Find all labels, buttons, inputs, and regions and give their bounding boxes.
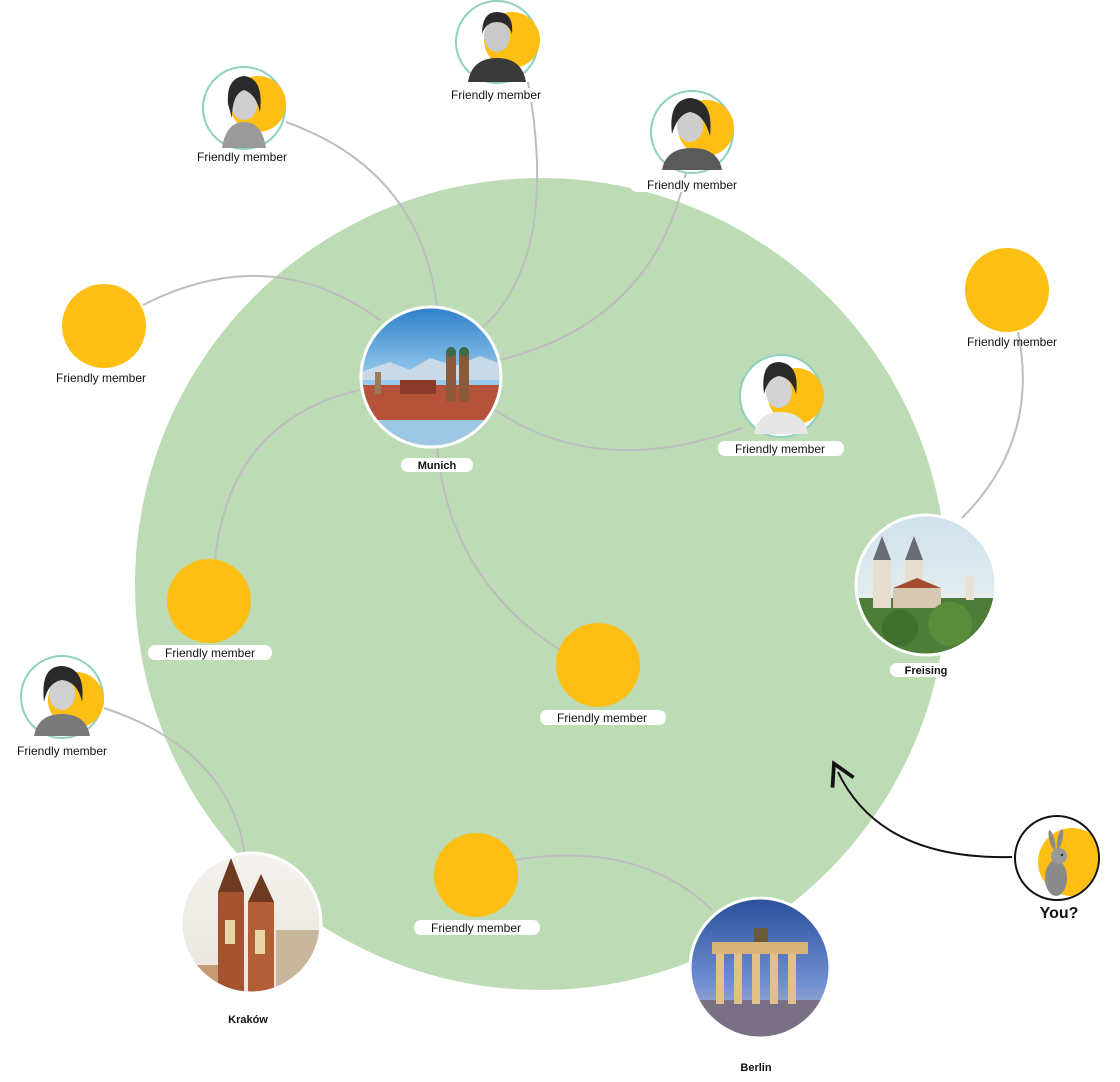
rabbit-icon (1045, 829, 1067, 896)
member-label: Friendly member (735, 442, 825, 456)
member-label: Friendly member (647, 178, 737, 192)
member-node[interactable]: Friendly member (540, 623, 666, 725)
member-label: Friendly member (165, 646, 255, 660)
member-label: Friendly member (56, 371, 146, 385)
city-node-krakow[interactable]: Kraków (179, 851, 323, 1026)
city-label-krakow: Kraków (228, 1014, 268, 1026)
link (961, 331, 1024, 519)
member-node[interactable]: Friendly member (630, 90, 750, 192)
member-label: Friendly member (557, 711, 647, 725)
person-avatar-icon (222, 76, 266, 148)
link (513, 854, 713, 911)
city-label-freising: Freising (905, 665, 948, 677)
link (214, 389, 361, 560)
member-node[interactable]: Friendly member (718, 354, 844, 456)
city-node-berlin[interactable]: Berlin (688, 896, 832, 1074)
member-node[interactable]: Friendly member (414, 833, 540, 935)
link (142, 274, 381, 321)
member-label: Friendly member (967, 335, 1057, 349)
member-label: Friendly member (197, 150, 287, 164)
link (285, 121, 438, 307)
member-node[interactable]: Friendly member (17, 655, 107, 758)
member-label: Friendly member (451, 88, 541, 102)
link (479, 81, 539, 331)
join-arrow (830, 760, 1013, 859)
city-label-munich: Munich (418, 460, 457, 472)
berlin-photo (690, 898, 830, 1038)
member-node[interactable]: Friendly member (184, 66, 304, 164)
person-avatar-icon (468, 12, 526, 82)
person-avatar-icon (34, 666, 90, 736)
member-label: Friendly member (431, 921, 521, 935)
link (103, 707, 246, 856)
member-node[interactable]: Friendly member (438, 0, 570, 102)
freising-photo (856, 515, 996, 655)
person-avatar-icon (662, 98, 722, 170)
member-node[interactable]: Friendly member (148, 559, 272, 660)
city-label-berlin: Berlin (740, 1062, 771, 1074)
member-node[interactable]: Friendly member (965, 248, 1057, 349)
link (436, 447, 561, 651)
connection-lines (103, 81, 1024, 911)
link (499, 161, 689, 361)
you-node[interactable]: You? (1014, 815, 1106, 922)
member-node[interactable]: Friendly member (56, 284, 146, 385)
city-node-freising[interactable]: Freising (854, 513, 998, 677)
link (494, 409, 743, 452)
member-label: Friendly member (17, 744, 107, 758)
you-label: You? (1040, 905, 1079, 922)
person-avatar-icon (754, 362, 808, 434)
